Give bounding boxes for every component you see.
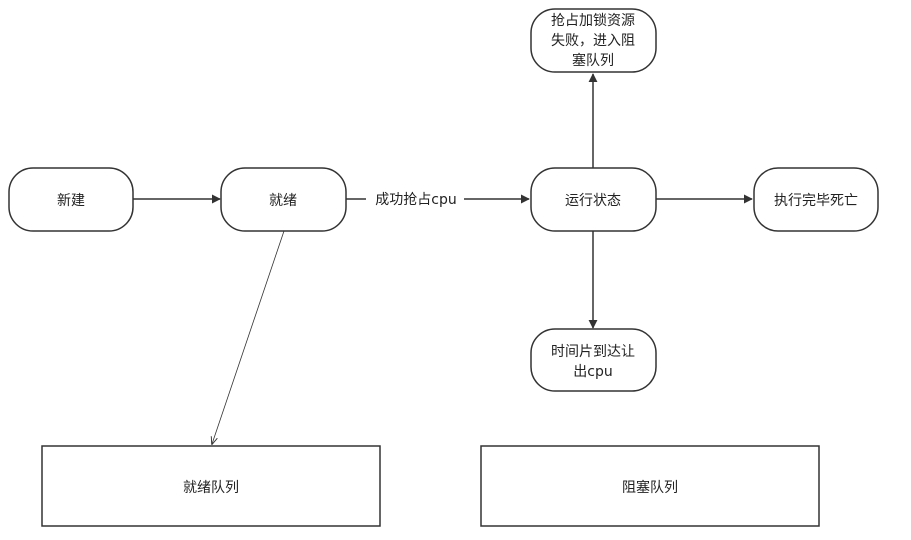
node-new-label: 新建 bbox=[57, 193, 85, 209]
node-lock-fail-line-1: 抢占加锁资源 bbox=[551, 12, 635, 29]
node-time-slice: 时间片到达让 出cpu bbox=[530, 328, 657, 392]
blocked-queue-label: 阻塞队列 bbox=[622, 479, 678, 496]
node-finished-label: 执行完毕死亡 bbox=[774, 193, 858, 209]
node-running: 运行状态 bbox=[530, 167, 657, 232]
ready-queue-label: 就绪队列 bbox=[183, 480, 239, 496]
node-lock-fail: 抢占加锁资源 失败，进入阻 塞队列 bbox=[530, 8, 657, 73]
edge-ready-to-ready-queue bbox=[212, 230, 285, 444]
node-time-slice-line-1: 时间片到达让 bbox=[551, 344, 635, 360]
node-lock-fail-line-2: 失败，进入阻 bbox=[551, 33, 635, 49]
node-new: 新建 bbox=[8, 167, 134, 232]
node-running-label: 运行状态 bbox=[565, 193, 621, 209]
ready-queue-box: 就绪队列 bbox=[41, 445, 381, 527]
node-finished: 执行完毕死亡 bbox=[753, 167, 879, 232]
node-ready-label: 就绪 bbox=[269, 193, 297, 209]
node-time-slice-line-2: 出cpu bbox=[573, 364, 612, 380]
node-lock-fail-line-3: 塞队列 bbox=[572, 52, 614, 69]
node-ready: 就绪 bbox=[220, 167, 347, 232]
blocked-queue-box: 阻塞队列 bbox=[480, 445, 820, 527]
edge-label-success-cpu: 成功抢占cpu bbox=[375, 191, 456, 208]
